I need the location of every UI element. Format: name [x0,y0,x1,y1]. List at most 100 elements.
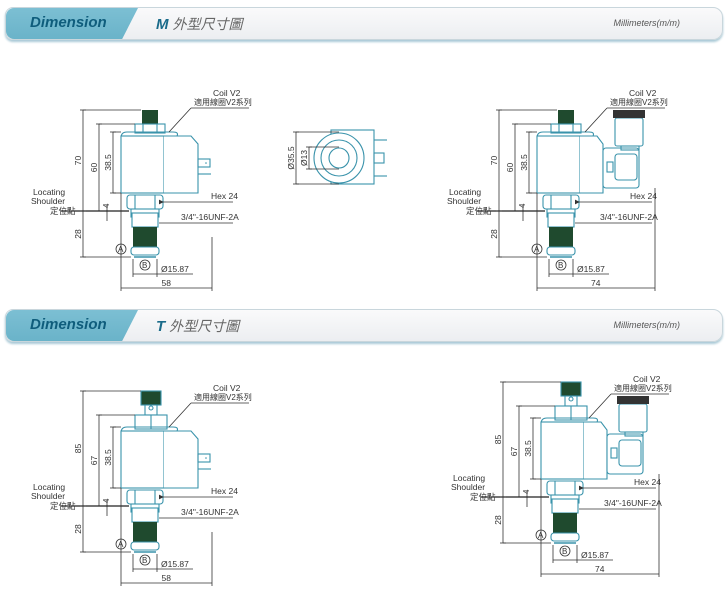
dim-coil-label: 38.5 [103,449,113,466]
coil-side [584,421,608,480]
thread-label: 3/4"-16UNF-2A [600,212,658,222]
thread [547,212,575,228]
hex-body [542,194,580,210]
coil-cap [120,426,179,434]
knob-green [558,110,574,124]
tab-label: Dimension [30,14,107,31]
shoulder-label-1: Locating [33,187,65,197]
terminal-spade [197,158,211,168]
dim-coil-top-label: 60 [89,163,99,173]
dim-outer-label: Ø35.5 [286,146,296,169]
title-cn: 外型尺寸圖 [172,16,243,32]
shoulder-label-1: Locating [453,473,485,483]
thread [131,212,159,228]
seal-green [133,522,157,542]
dim-overall-label: 85 [493,435,503,445]
dim-inner-label: Ø13 [299,150,309,166]
hex-nut-top [134,123,166,134]
din-gland-neck [620,145,640,151]
cartridge-tip [550,532,580,542]
diameter-label: Ø15.87 [577,264,605,274]
din-window [618,439,642,467]
diameter-label: Ø15.87 [581,550,609,560]
hex-label: Hex 24 [634,477,661,487]
shoulder-label-1: Locating [449,187,481,197]
coil-label-cn: 適用線圈V2系列 [194,392,252,402]
width-label: 58 [162,278,172,288]
coil-label: Coil V2 [629,88,657,98]
thread-label: 3/4"-16UNF-2A [604,498,662,508]
din-gland-cap [617,396,649,404]
shoulder-label-1: Locating [33,482,65,492]
dim-overall-label: 70 [73,156,83,166]
width-label: 58 [162,573,172,583]
hex-label: Hex 24 [211,191,238,201]
dim-shoulder-label: 4 [102,498,111,503]
hex-body [126,489,164,505]
dim-coil-top-label: 67 [89,456,99,466]
coil-leader [588,393,612,419]
coil-label-cn: 適用線圈V2系列 [194,97,252,107]
din-gland-neck [624,431,644,437]
hex-body [546,480,584,496]
knob-green [142,110,158,124]
terminal-dot [205,162,207,164]
coil-label: Coil V2 [633,374,661,384]
dim-coil-top-label: 67 [509,447,519,457]
thread [131,507,159,523]
thread-label: 3/4"-16UNF-2A [181,507,239,517]
model-code: T [156,318,166,335]
coil-label-cn: 適用線圈V2系列 [610,97,668,107]
stem-hole [568,396,574,402]
port-b-label: B [142,556,147,565]
din-window [614,153,638,181]
port-b-label: B [142,261,147,270]
cartridge-tip [130,541,160,551]
port-b-circle [139,554,151,566]
dim-shoulder-label: 4 [518,203,527,208]
port-b-circle [139,259,151,271]
port-b-label: B [558,261,563,270]
port-b-circle [555,259,567,271]
port-b-circle [559,545,571,557]
dim-cartridge-label: 28 [493,515,503,525]
din-tab [610,447,618,459]
model-code: M [156,16,169,33]
coil-leader [584,107,608,133]
dim-coil-label: 38.5 [103,154,113,171]
dim-coil-top-label: 60 [505,163,515,173]
terminal-spade [197,453,211,463]
coil-side [580,135,604,194]
units-label: Millimeters(m/m) [613,18,681,28]
shoulder-label-cn: 定位點 [50,206,76,216]
din-gland [618,403,648,433]
shoulder-label-2: Shoulder [31,491,65,501]
seal-green [549,227,573,247]
cartridge-tip [546,246,576,256]
dim-coil-label: 38.5 [523,440,533,457]
terminal-dot [205,457,207,459]
coil-leader [168,402,192,428]
dim-overall-label: 70 [489,156,499,166]
hex-body [126,194,164,210]
coil-body [120,430,165,489]
units-label: Millimeters(m/m) [613,320,681,330]
diameter-label: Ø15.87 [161,264,189,274]
din-gland [614,117,644,147]
title-cn: 外型尺寸圖 [169,318,240,334]
shoulder-label-2: Shoulder [451,482,485,492]
port-b-label: B [562,547,567,556]
hex-label: Hex 24 [630,191,657,201]
pin-center [373,152,385,164]
thread-label: 3/4"-16UNF-2A [181,212,239,222]
dim-shoulder-label: 4 [102,203,111,208]
